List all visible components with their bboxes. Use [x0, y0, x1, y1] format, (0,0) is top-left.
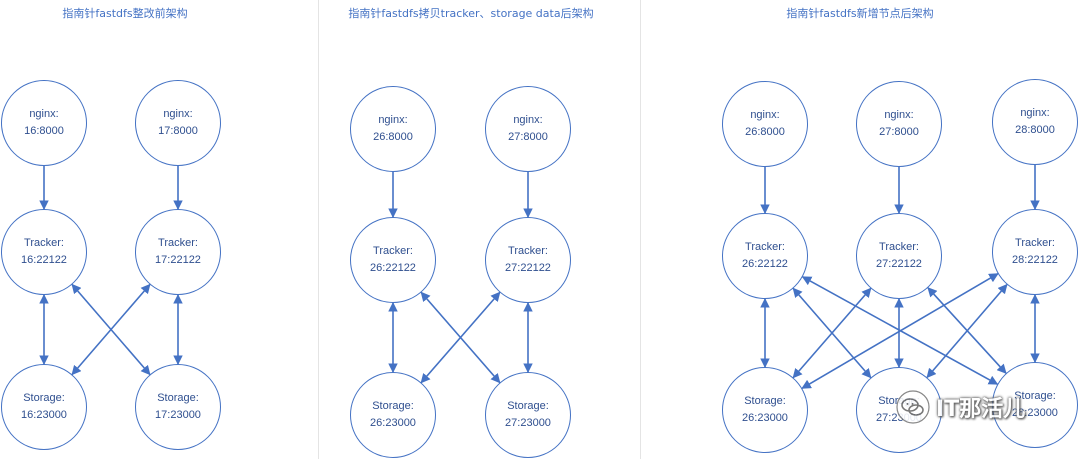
node-type-label: Tracker:	[879, 241, 919, 253]
storage-node: Storage: 28:23000	[992, 362, 1078, 448]
nginx-node: nginx: 17:8000	[135, 80, 221, 166]
tracker-storage-link	[71, 283, 151, 376]
node-address-label: 27:8000	[508, 131, 548, 143]
node-type-label: nginx:	[1020, 107, 1050, 119]
node-type-label: nginx:	[378, 114, 408, 126]
tracker-node: Tracker: 27:22122	[485, 217, 571, 303]
node-type-label: Tracker:	[1015, 237, 1055, 249]
panel-title: 指南针fastdfs新增节点后架构	[786, 7, 934, 20]
node-type-label: Storage:	[507, 400, 549, 412]
node-address-label: 26:22122	[370, 262, 416, 274]
node-address-label: 28:8000	[1015, 124, 1055, 136]
storage-node: Storage: 17:23000	[135, 364, 221, 450]
storage-node: Storage: 26:23000	[350, 372, 436, 458]
nginx-node: nginx: 26:8000	[722, 81, 808, 167]
node-type-label: nginx:	[29, 108, 59, 120]
node-address-label: 16:23000	[21, 409, 67, 421]
nginx-node: nginx: 28:8000	[992, 79, 1078, 165]
wechat-bubble-icon	[896, 390, 930, 424]
watermark-text: IT那活儿	[936, 397, 1026, 422]
node-type-label: Tracker:	[373, 245, 413, 257]
node-type-label: Storage:	[23, 392, 65, 404]
tracker-node: Tracker: 27:22122	[856, 213, 942, 299]
panel-title: 指南针fastdfs拷贝tracker、storage data后架构	[348, 7, 594, 20]
node-type-label: nginx:	[884, 109, 914, 121]
node-type-label: Tracker:	[745, 241, 785, 253]
node-address-label: 17:22122	[155, 254, 201, 266]
watermark: IT那活儿	[896, 390, 1025, 424]
tracker-node: Tracker: 26:22122	[722, 213, 808, 299]
nginx-node: nginx: 16:8000	[1, 80, 87, 166]
node-address-label: 27:23000	[505, 417, 551, 429]
nginx-node: nginx: 27:8000	[856, 81, 942, 167]
node-address-label: 28:23000	[1012, 407, 1058, 419]
node-address-label: 16:8000	[24, 125, 64, 137]
node-type-label: Storage:	[372, 400, 414, 412]
node-address-label: 27:22122	[505, 262, 551, 274]
node-address-label: 26:23000	[370, 417, 416, 429]
node-type-label: Storage:	[1014, 390, 1056, 402]
panel-title: 指南针fastdfs整改前架构	[62, 7, 188, 20]
tracker-storage-link	[926, 283, 1008, 379]
storage-node: Storage: 26:23000	[722, 367, 808, 453]
node-type-label: Tracker:	[24, 237, 64, 249]
tracker-node: Tracker: 28:22122	[992, 209, 1078, 295]
node-type-label: nginx:	[163, 108, 193, 120]
node-address-label: 26:22122	[742, 258, 788, 270]
tracker-node: Tracker: 16:22122	[1, 209, 87, 295]
panel-copy: 指南针fastdfs拷贝tracker、storage data后架构	[318, 0, 624, 459]
storage-node: Storage: 27:23000	[485, 372, 571, 458]
node-type-label: Tracker:	[508, 245, 548, 257]
node-address-label: 26:8000	[373, 131, 413, 143]
panel-expanded: 指南针fastdfs新增节点后架构	[640, 0, 1080, 459]
node-type-label: Storage:	[744, 395, 786, 407]
node-address-label: 26:8000	[745, 126, 785, 138]
node-address-label: 17:23000	[155, 409, 201, 421]
storage-node: Storage: 16:23000	[1, 364, 87, 450]
node-address-label: 26:23000	[742, 412, 788, 424]
nginx-node: nginx: 27:8000	[485, 86, 571, 172]
node-type-label: nginx:	[750, 109, 780, 121]
node-address-label: 27:8000	[879, 126, 919, 138]
panel-before: 指南针fastdfs整改前架构	[0, 0, 250, 459]
node-address-label: 28:22122	[1012, 254, 1058, 266]
tracker-node: Tracker: 17:22122	[135, 209, 221, 295]
panel-divider	[318, 0, 319, 459]
panel-divider	[640, 0, 641, 459]
node-type-label: nginx:	[513, 114, 543, 126]
nginx-node: nginx: 26:8000	[350, 86, 436, 172]
tracker-node: Tracker: 26:22122	[350, 217, 436, 303]
node-address-label: 17:8000	[158, 125, 198, 137]
node-type-label: Tracker:	[158, 237, 198, 249]
node-address-label: 16:22122	[21, 254, 67, 266]
tracker-storage-link	[420, 291, 501, 384]
node-address-label: 27:22122	[876, 258, 922, 270]
node-type-label: Storage:	[157, 392, 199, 404]
